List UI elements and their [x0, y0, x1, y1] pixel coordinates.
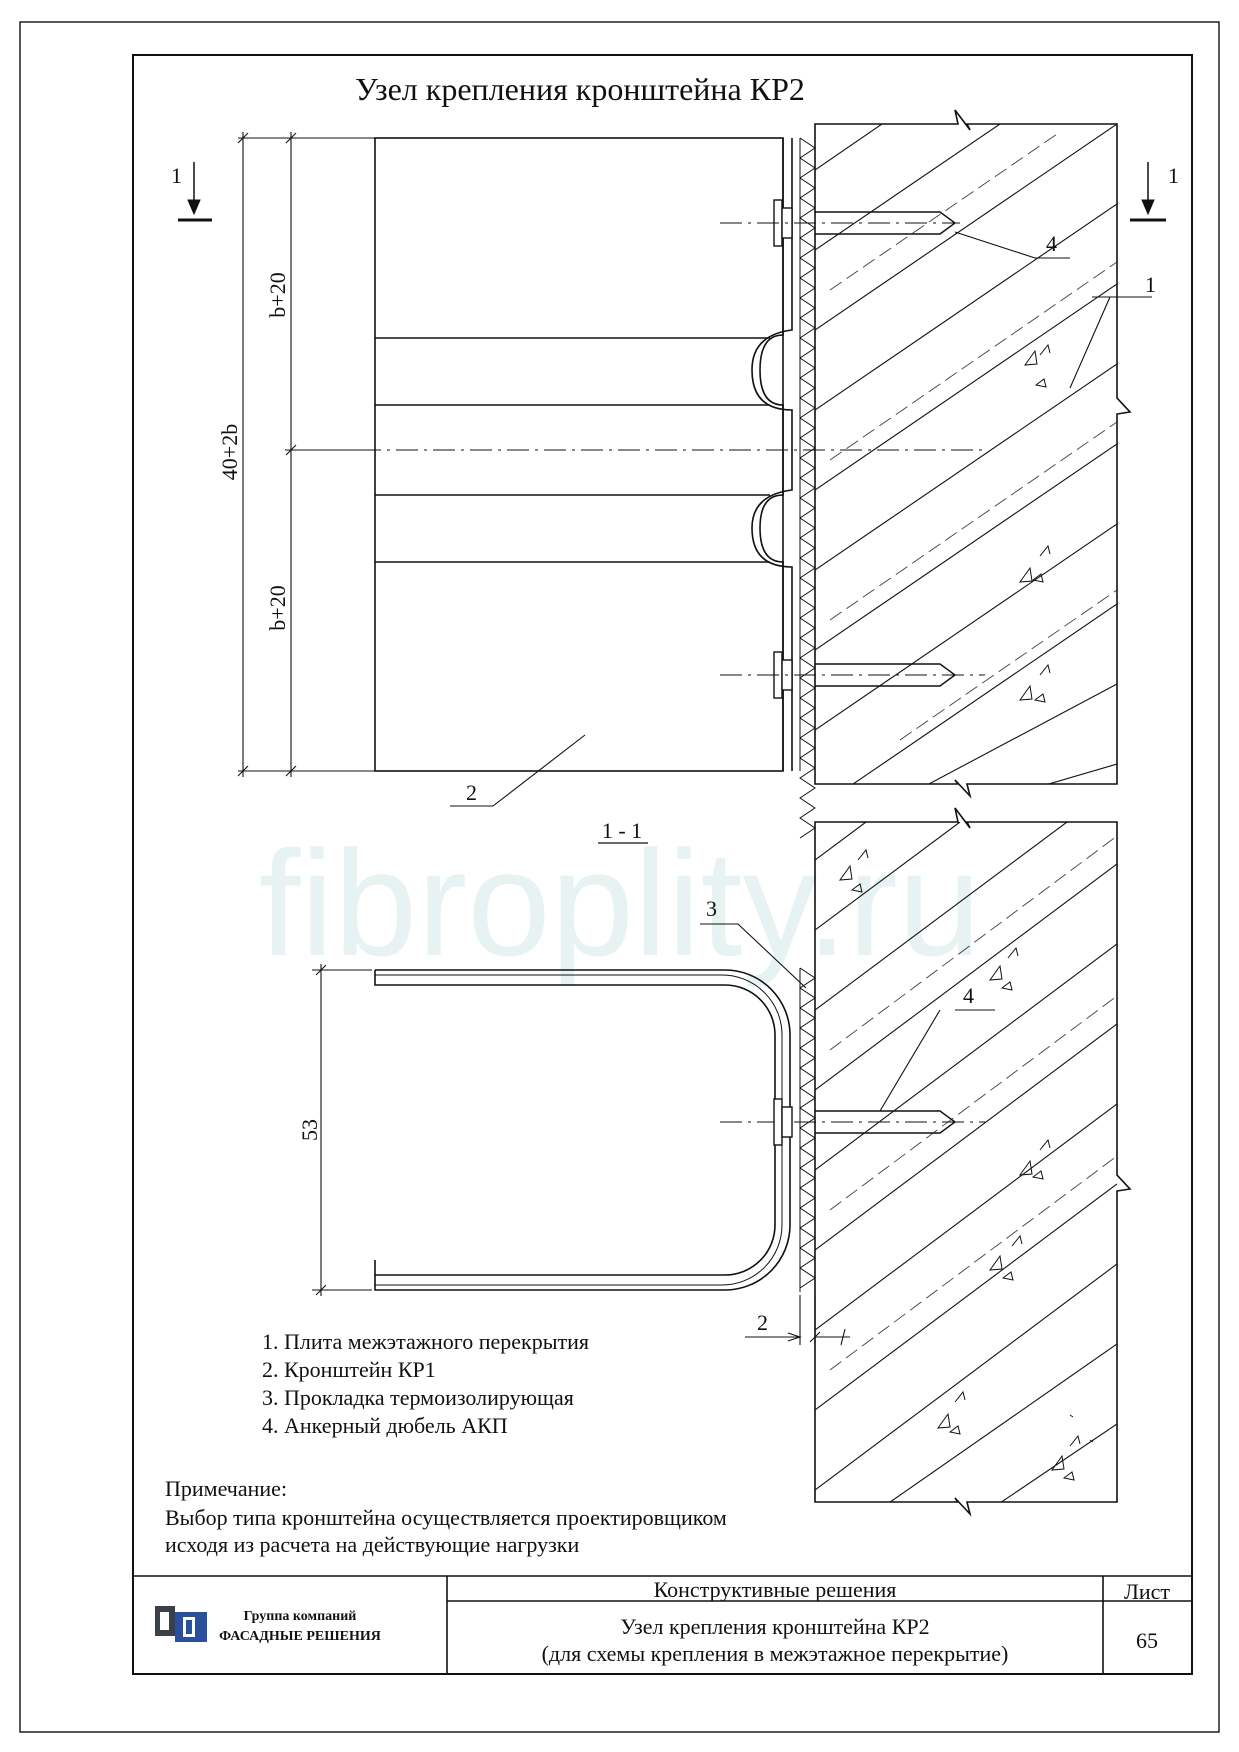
note-heading: Примечание:: [165, 1476, 287, 1501]
legend-item-4: 4. Анкерный дюбель АКП: [262, 1413, 508, 1438]
legend-item-1: 1. Плита межэтажного перекрытия: [262, 1329, 589, 1354]
title-block: [133, 1575, 1192, 1674]
legend-item-3: 3. Прокладка термоизолирующая: [262, 1385, 574, 1410]
section-mark-left: [178, 162, 212, 222]
callout-leaders-section: [700, 923, 995, 1112]
inner-frame: [132, 54, 1193, 1675]
title-block-drawing-title-1: Узел крепления кронштейна КР2: [620, 1614, 929, 1639]
title-block-sheet-label: Лист: [1124, 1579, 1170, 1604]
company-logo: [155, 1606, 207, 1642]
section-mark-right: [1130, 162, 1166, 222]
note-line-2: исходя из расчета на действующие нагрузк…: [165, 1532, 579, 1557]
dimension-label-total: 40+2b: [217, 424, 242, 480]
page-title: Узел крепления кронштейна КР2: [355, 71, 805, 107]
dimension-label-53: 53: [297, 1119, 322, 1141]
thermal-pad-top: [799, 137, 816, 839]
bracket-kr2-side-view: [374, 137, 793, 772]
section-mark-right-label: 1: [1168, 163, 1179, 188]
anchor-dowel-section: [773, 1098, 957, 1146]
slab-bottom: [814, 807, 1132, 1517]
title-block-drawing-title-2: (для схемы крепления в межэтажное перекр…: [542, 1641, 1009, 1666]
callout-1: 1: [1145, 272, 1156, 297]
watermark: fibroplity.ru: [259, 819, 981, 987]
title-block-section: Конструктивные решения: [654, 1577, 897, 1602]
company-name-line-2: ФАСАДНЫЕ РЕШЕНИЯ: [219, 1629, 381, 1644]
callout-leaders-top: [450, 231, 1152, 807]
outer-frame: [19, 21, 1220, 1733]
dimension-label-gap: 2: [757, 1310, 768, 1335]
dimension-lines-section: [312, 964, 850, 1346]
thermal-pad-section: [799, 967, 816, 1292]
title-block-sheet-number: 65: [1136, 1628, 1158, 1653]
legend-item-2: 2. Кронштейн КР1: [262, 1357, 436, 1382]
callout-3: 3: [706, 896, 717, 921]
section-title: 1 - 1: [602, 818, 642, 843]
callout-4-section: 4: [963, 983, 974, 1008]
dimension-label-b20-bottom: b+20: [265, 585, 290, 630]
callout-4-top: 4: [1046, 231, 1057, 256]
note-line-1: Выбор типа кронштейна осуществляется про…: [165, 1505, 727, 1530]
bracket-kr2-section: [374, 969, 791, 1291]
dimension-label-b20-top: b+20: [265, 272, 290, 317]
axis-lines: [285, 222, 985, 1123]
company-name-line-1: Группа компаний: [244, 1609, 357, 1624]
section-mark-left-label: 1: [171, 163, 182, 188]
slab-top: [814, 109, 1132, 799]
dimension-lines-top: [237, 132, 380, 777]
callout-2: 2: [466, 780, 477, 805]
